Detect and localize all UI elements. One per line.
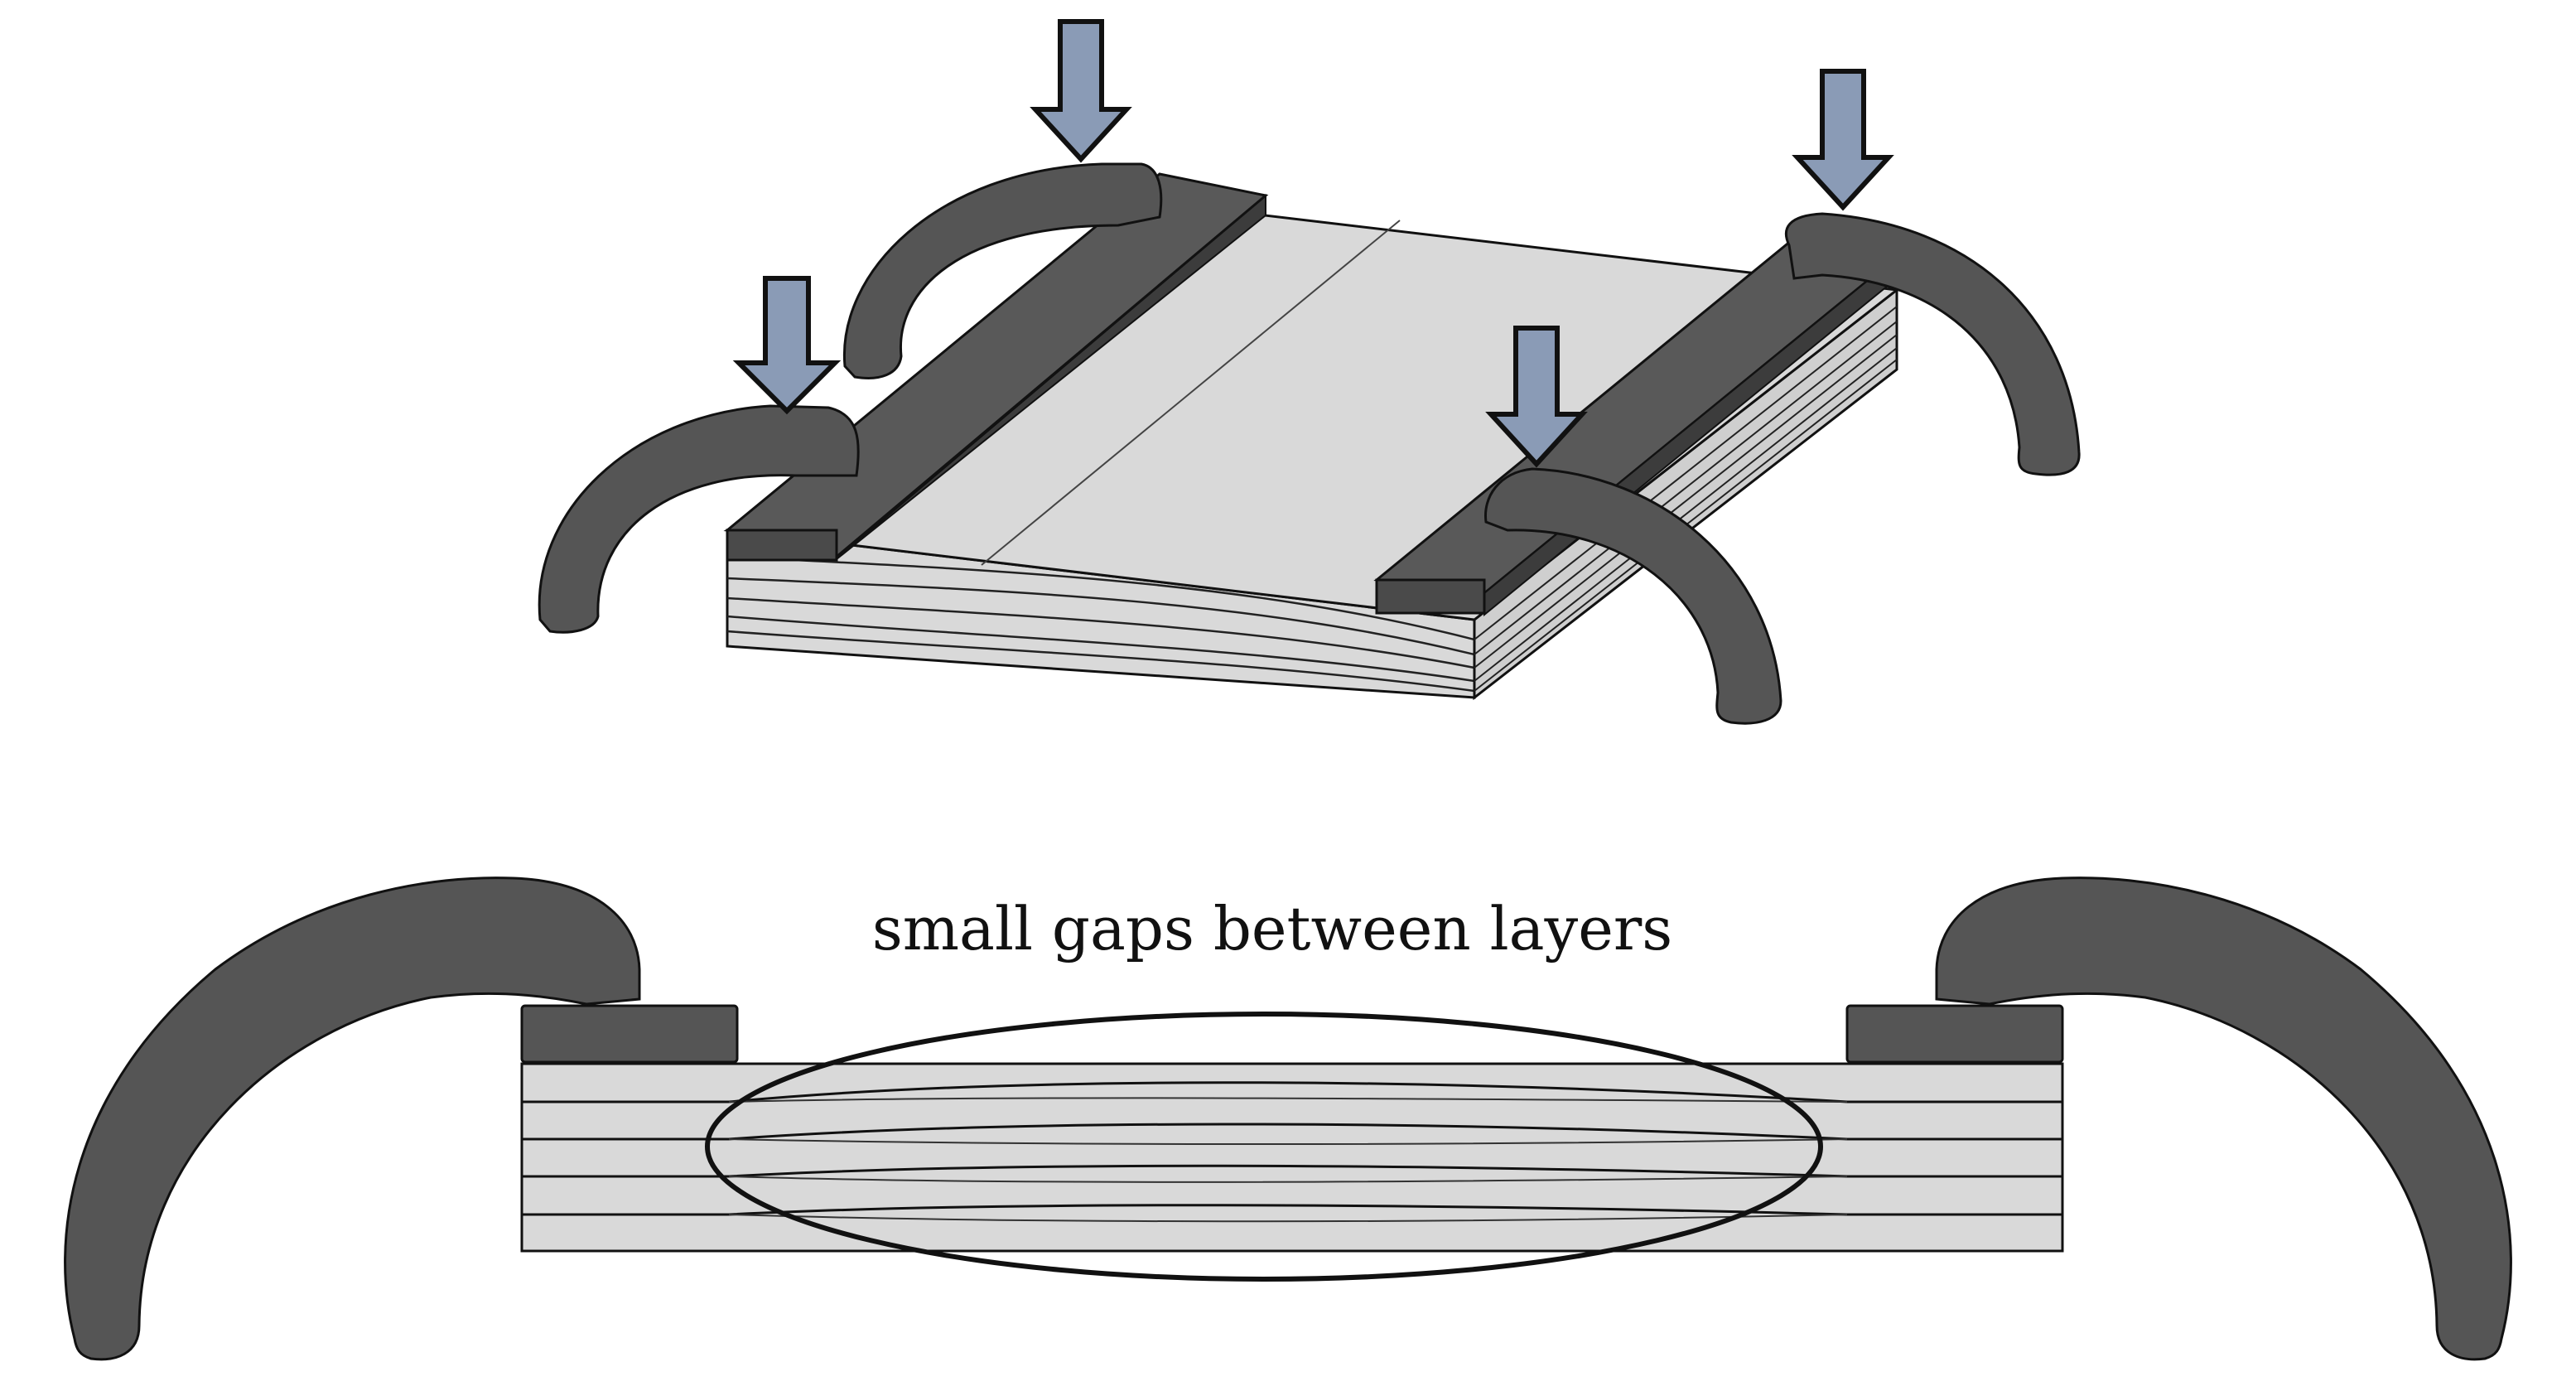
down-arrow-icon [1792,69,1894,211]
hook-clamp-lower-left [538,404,860,634]
isometric-view [538,19,2081,725]
layer-gap-line [728,1081,1848,1103]
cross-section-view: small gaps between layers [64,877,2512,1361]
hook-clamp-section-left [64,877,641,1361]
layer-gap-line [728,1204,1848,1216]
layer-gap-line [728,1214,1848,1223]
down-arrow-icon [732,276,842,415]
laminate-stack-side [1473,287,1898,701]
clamp-bar-left [724,172,1269,562]
clamp-pad-left [520,1004,739,1064]
layer-gap-line [728,1123,1848,1141]
hook-clamp-section-right [1935,877,2512,1361]
gap-annotation-label: small gaps between layers [872,894,1672,963]
gap-highlight-ellipse [705,1012,1823,1282]
hook-clamp-upper-right [1784,212,2081,476]
down-arrow-icon [1030,19,1132,163]
layer-stack [520,1062,2064,1253]
layer-gap-line [728,1097,1848,1103]
down-arrow-icon [1485,326,1588,468]
layer-gap-line [728,1176,1848,1183]
layer-gap-line [728,1164,1848,1178]
laminate-stack-front [726,529,1476,699]
hook-clamp-lower-right [1484,467,1782,725]
clamp-pad-right [1845,1004,2064,1064]
top-surface-seam [981,220,1401,566]
hook-clamp-upper-left [842,162,1163,379]
layer-gap-line [728,1138,1848,1146]
